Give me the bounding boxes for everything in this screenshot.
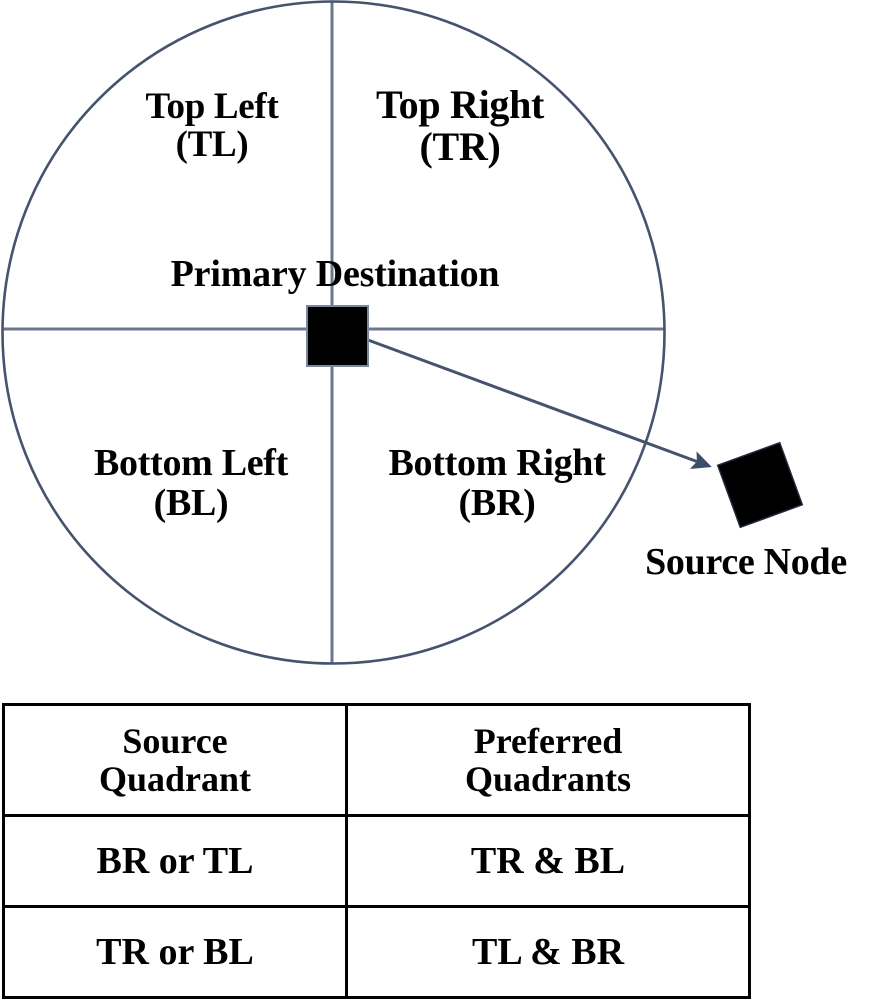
quadrant-label-top-right: Top Right (TR): [375, 82, 545, 169]
quadrant-circle-diagram: [1, 0, 804, 665]
table-cell-preferred-quadrants: TL & BR: [345, 905, 751, 999]
table-header-row: Source Quadrant Preferred Quadrants: [2, 703, 751, 817]
source-node[interactable]: [716, 441, 804, 529]
table-row: TR or BL TL & BR: [2, 905, 751, 999]
source-node-label: Source Node: [645, 541, 847, 583]
boundary-circle: [1, 0, 666, 665]
primary-destination-node[interactable]: [306, 305, 369, 367]
quadrant-label-bottom-left: Bottom Left (BL): [93, 442, 289, 524]
table-cell-source-quadrant: TR or BL: [2, 905, 348, 999]
connector-arrow: [367, 338, 712, 470]
table-cell-preferred-quadrants: TR & BL: [345, 814, 751, 908]
quadrant-label-top-left: Top Left (TL): [145, 86, 279, 166]
table-header-source-quadrant: Source Quadrant: [2, 703, 348, 817]
table-row: BR or TL TR & BL: [2, 814, 751, 908]
quadrant-preference-table: Source Quadrant Preferred Quadrants BR o…: [2, 703, 751, 999]
table-cell-source-quadrant: BR or TL: [2, 814, 348, 908]
quadrant-label-bottom-right: Bottom Right (BR): [388, 442, 606, 524]
primary-destination-label: Primary Destination: [170, 253, 500, 295]
table-header-preferred-quadrants: Preferred Quadrants: [345, 703, 751, 817]
